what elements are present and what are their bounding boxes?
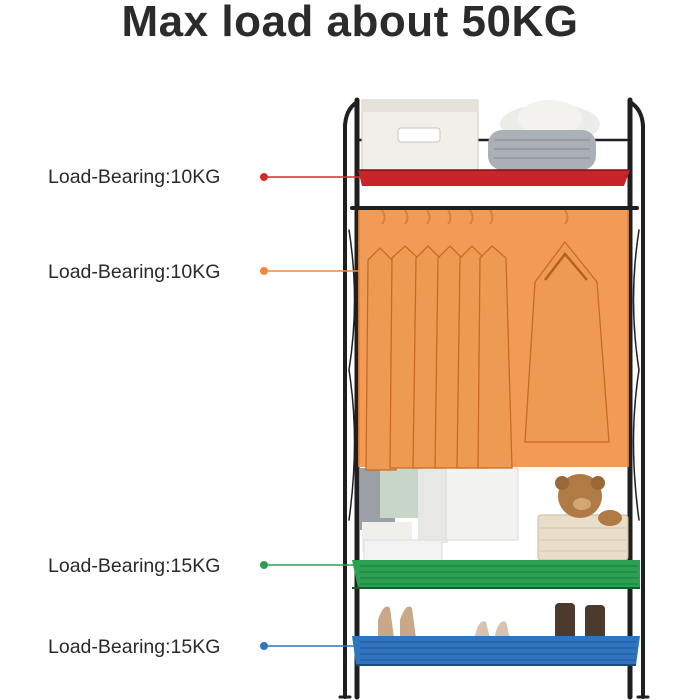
storage-box [361, 99, 479, 171]
rack-frame [338, 97, 650, 700]
middle-shelf [352, 560, 640, 589]
middle-shelf-load-label: Load-Bearing:15KG [48, 555, 221, 577]
hanging-clothes [358, 209, 629, 552]
top-shelf [358, 99, 630, 186]
callout-green [260, 561, 360, 569]
top-shelf-load-label: Load-Bearing:10KG [48, 166, 221, 188]
bottom-shelf-load-label: Load-Bearing:15KG [48, 636, 221, 658]
folded-blanket [488, 130, 596, 170]
callout-red [260, 173, 360, 181]
teddy-bear-basket [537, 474, 629, 561]
hanging-rail-load-label: Load-Bearing:10KG [48, 261, 221, 283]
headline: Max load about 50KG [121, 0, 579, 46]
shoes [378, 603, 605, 646]
callout-blue [260, 642, 360, 650]
bottom-shelf [352, 636, 640, 666]
callout-orange [260, 267, 360, 275]
